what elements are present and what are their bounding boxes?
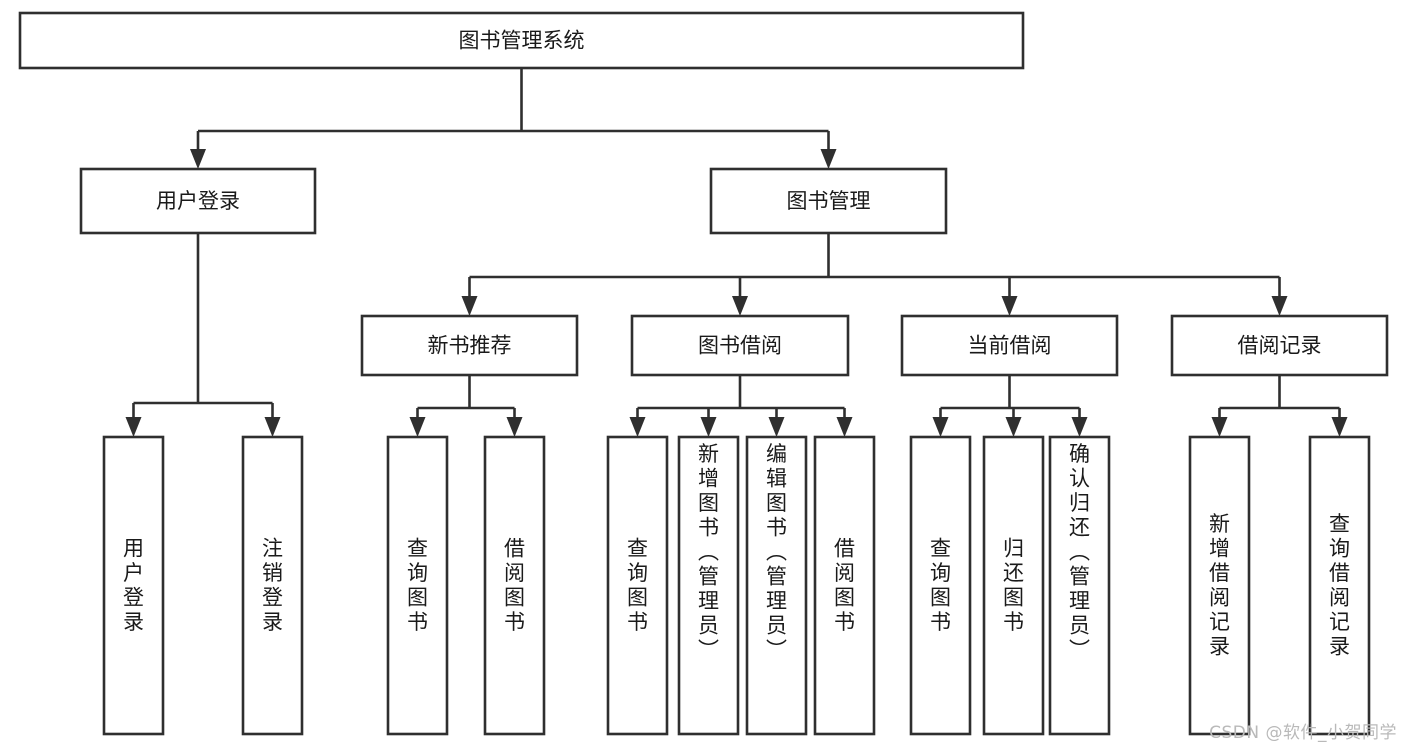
- arrow-head-icon: [700, 417, 717, 437]
- connector-layer: [125, 68, 1348, 437]
- arrow-head-icon: [264, 417, 281, 437]
- arrow-head-icon: [629, 417, 646, 437]
- arrow-head-icon: [1005, 417, 1022, 437]
- node-box: [483, 435, 546, 736]
- node-box: [1308, 435, 1371, 736]
- node-box: [102, 435, 165, 736]
- node-l4-新增借阅记录-11[interactable]: 新增借阅记录: [1188, 435, 1251, 736]
- node-layer: 图书管理系统用户登录图书管理新书推荐图书借阅当前借阅借阅记录用户登录注销登录查询…: [18, 11, 1389, 736]
- node-l3-借阅记录-3[interactable]: 借阅记录: [1170, 314, 1389, 377]
- node-label: 借阅图书: [834, 537, 855, 635]
- node-l4-编辑图书管理员-6[interactable]: 编辑图书︵管理员︶: [745, 435, 808, 736]
- node-l4-查询图书-4[interactable]: 查询图书: [606, 435, 669, 736]
- arrow-head-icon: [932, 417, 949, 437]
- node-box: [79, 167, 317, 235]
- node-box: [606, 435, 669, 736]
- node-label: 查询借阅记录: [1329, 512, 1350, 659]
- node-label: 确认归还︵管理员︶: [1069, 442, 1090, 662]
- node-box: [900, 314, 1119, 377]
- node-box: [1170, 314, 1389, 377]
- node-box: [745, 435, 808, 736]
- node-l4-借阅图书-3[interactable]: 借阅图书: [483, 435, 546, 736]
- node-label: 注销登录: [262, 537, 283, 635]
- node-box: [630, 314, 850, 377]
- node-label: 借阅图书: [504, 537, 525, 635]
- node-l2-用户登录-0[interactable]: 用户登录: [79, 167, 317, 235]
- arrow-head-icon: [1271, 296, 1288, 316]
- node-label: 编辑图书︵管理员︶: [766, 442, 787, 662]
- arrow-head-icon: [125, 417, 142, 437]
- csdn-watermark: CSDN @软件_小贺同学: [1209, 723, 1397, 743]
- node-l4-用户登录-0[interactable]: 用户登录: [102, 435, 165, 736]
- node-l4-查询借阅记录-12[interactable]: 查询借阅记录: [1308, 435, 1371, 736]
- node-root-图书管理系统-0[interactable]: 图书管理系统: [18, 11, 1025, 70]
- node-l4-借阅图书-7[interactable]: 借阅图书: [813, 435, 876, 736]
- node-label: 归还图书: [1003, 537, 1024, 635]
- node-label: 图书借阅: [698, 334, 782, 358]
- node-box: [241, 435, 304, 736]
- node-label: 新书推荐: [428, 334, 512, 358]
- node-l4-查询图书-8[interactable]: 查询图书: [909, 435, 972, 736]
- node-l3-图书借阅-1[interactable]: 图书借阅: [630, 314, 850, 377]
- arrow-head-icon: [409, 417, 426, 437]
- node-l3-当前借阅-2[interactable]: 当前借阅: [900, 314, 1119, 377]
- node-box: [18, 11, 1025, 70]
- node-l4-归还图书-9[interactable]: 归还图书: [982, 435, 1045, 736]
- arrow-head-icon: [506, 417, 523, 437]
- arrow-head-icon: [190, 149, 206, 169]
- node-box: [982, 435, 1045, 736]
- arrow-head-icon: [1211, 417, 1228, 437]
- node-label: 新增借阅记录: [1209, 512, 1230, 659]
- node-label: 图书管理系统: [459, 29, 585, 53]
- node-label: 用户登录: [123, 537, 144, 635]
- node-l4-确认归还管理员-10[interactable]: 确认归还︵管理员︶: [1048, 435, 1111, 736]
- arrow-head-icon: [461, 296, 478, 316]
- node-box: [1048, 435, 1111, 736]
- node-label: 查询图书: [627, 537, 648, 635]
- arrow-head-icon: [732, 296, 748, 316]
- node-box: [909, 435, 972, 736]
- node-l2-图书管理-1[interactable]: 图书管理: [709, 167, 948, 235]
- node-label: 图书管理: [787, 189, 871, 213]
- node-label: 查询图书: [407, 537, 428, 635]
- node-l3-新书推荐-0[interactable]: 新书推荐: [360, 314, 579, 377]
- node-label: 查询图书: [930, 537, 951, 635]
- node-box: [813, 435, 876, 736]
- node-box: [360, 314, 579, 377]
- node-l4-注销登录-1[interactable]: 注销登录: [241, 435, 304, 736]
- node-l4-查询图书-2[interactable]: 查询图书: [386, 435, 449, 736]
- node-label: 当前借阅: [968, 334, 1052, 358]
- arrow-head-icon: [1331, 417, 1348, 437]
- arrow-head-icon: [836, 417, 853, 437]
- node-box: [1188, 435, 1251, 736]
- node-label: 用户登录: [156, 189, 240, 213]
- node-l4-新增图书管理员-5[interactable]: 新增图书︵管理员︶: [677, 435, 740, 736]
- arrow-head-icon: [820, 149, 837, 169]
- node-label: 借阅记录: [1238, 334, 1322, 358]
- arrow-head-icon: [1001, 296, 1018, 316]
- node-box: [709, 167, 948, 235]
- node-box: [677, 435, 740, 736]
- node-label: 新增图书︵管理员︶: [698, 442, 719, 662]
- arrow-head-icon: [768, 417, 785, 437]
- arrow-head-icon: [1071, 417, 1088, 437]
- node-box: [386, 435, 449, 736]
